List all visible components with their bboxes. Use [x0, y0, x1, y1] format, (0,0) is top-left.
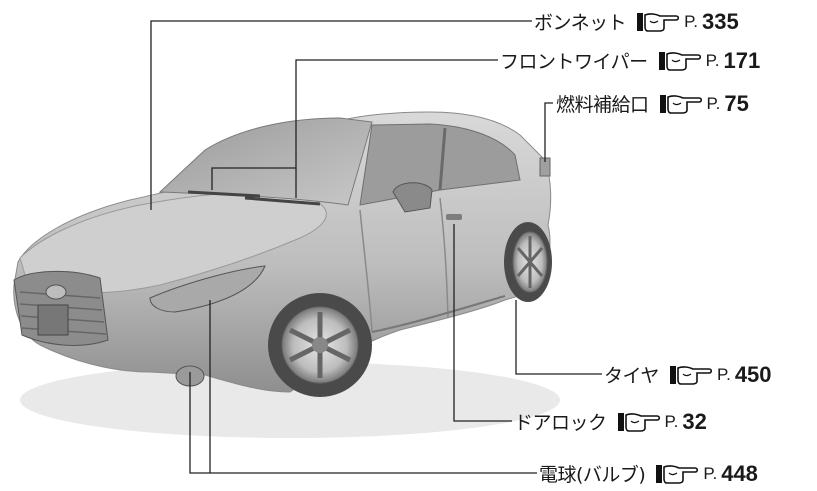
car-shadow	[20, 362, 560, 438]
page-prefix: P.	[706, 93, 721, 113]
callout-label: 燃料補給口	[556, 94, 649, 116]
page-prefix: P.	[716, 364, 731, 384]
car-side-window	[359, 123, 521, 206]
page-prefix: P.	[664, 411, 679, 431]
callout-label: フロントワイパー	[500, 51, 648, 73]
leader-lines	[150, 20, 602, 474]
page-number[interactable]: 450	[734, 361, 772, 387]
car-headlight	[149, 265, 266, 313]
page-prefix: P.	[705, 50, 720, 70]
page-number[interactable]: 171	[723, 47, 761, 73]
callout-fuel-lid: 燃料補給口 P. 75	[556, 90, 749, 117]
pointing-hand-icon	[659, 94, 702, 114]
pointing-hand-icon	[637, 12, 680, 32]
page-prefix: P.	[703, 463, 718, 483]
page-prefix: P.	[684, 11, 698, 31]
door-handle	[446, 214, 462, 220]
pointing-hand-icon	[617, 412, 660, 432]
callout-tire: タイヤ P. 450	[604, 361, 772, 388]
callout-label: 電球(バルブ)	[539, 464, 646, 486]
car-hood	[19, 192, 327, 294]
page-number[interactable]: 75	[724, 90, 749, 116]
page-number[interactable]: 335	[702, 8, 739, 34]
callout-door-lock: ドアロック P. 32	[514, 408, 707, 435]
callout-bonnet: ボンネット P. 335	[534, 8, 739, 35]
pointing-hand-icon	[656, 464, 699, 484]
car-mirror	[392, 182, 433, 213]
callout-label: ドアロック	[514, 412, 607, 434]
callout-label: タイヤ	[604, 365, 659, 387]
page-number[interactable]: 32	[682, 408, 707, 434]
page-number[interactable]: 448	[721, 460, 758, 486]
callout-label: ボンネット	[534, 12, 627, 34]
callout-front-wiper: フロントワイパー P. 171	[500, 47, 760, 74]
callout-bulb: 電球(バルブ) P. 448	[539, 460, 758, 487]
pointing-hand-icon	[658, 51, 701, 71]
pointing-hand-icon	[669, 365, 712, 385]
